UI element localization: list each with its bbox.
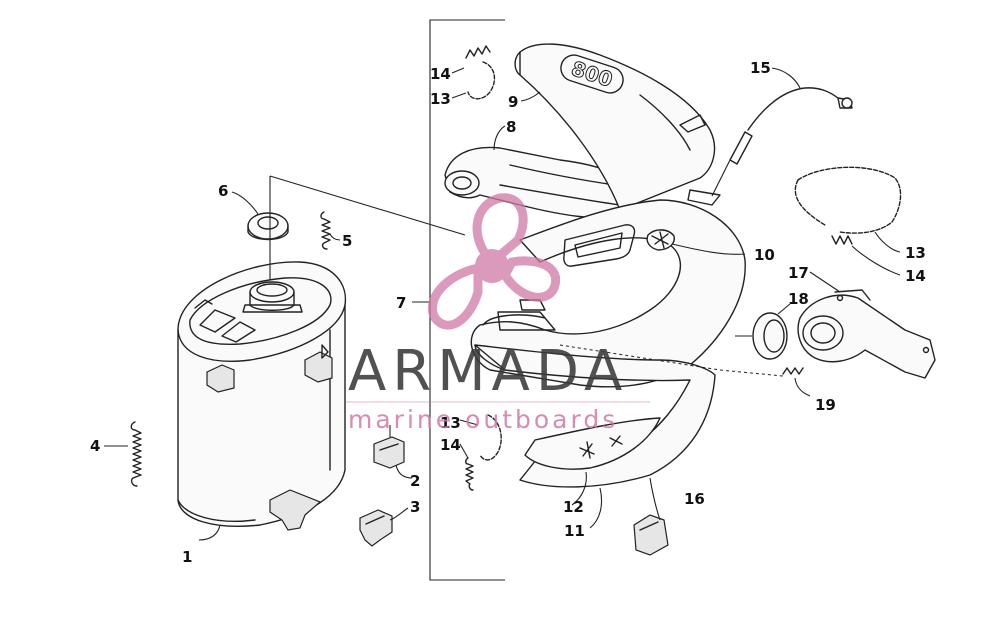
rubber-mount-2 — [373, 425, 405, 469]
callout-8: 8 — [506, 118, 516, 136]
spring-19 — [559, 344, 804, 377]
callout-14-mid: 14 — [440, 436, 461, 454]
callout-19: 19 — [815, 396, 836, 414]
callout-14-top: 14 — [430, 65, 451, 83]
leader-lines — [104, 67, 901, 541]
seal-ring-18 — [752, 312, 788, 360]
callout-4: 4 — [90, 437, 100, 455]
callout-labels: 1 2 3 4 5 6 7 8 9 10 11 12 13 13 13 14 1… — [90, 59, 926, 566]
watermark-title: ARMADA — [348, 339, 628, 404]
assembly-bracket — [412, 19, 505, 581]
spring-14-top — [465, 45, 491, 59]
callout-13-right: 13 — [905, 244, 926, 262]
watermark-propeller-logo — [427, 193, 561, 330]
temp-sensor-15 — [711, 87, 853, 197]
sensor-boss-10 — [646, 229, 675, 251]
callout-13-mid: 13 — [440, 414, 461, 432]
spring-14-mid — [465, 457, 474, 491]
clamp-13-mid — [479, 414, 502, 461]
callout-2: 2 — [410, 472, 420, 490]
heat-shield-12 — [524, 417, 661, 470]
callout-16: 16 — [684, 490, 705, 508]
callout-5: 5 — [342, 232, 352, 250]
callout-12: 12 — [563, 498, 584, 516]
callout-13-top: 13 — [430, 90, 451, 108]
spring-5 — [320, 211, 331, 250]
callout-15: 15 — [750, 59, 771, 77]
spring-4 — [130, 421, 142, 487]
spring-14-right — [831, 235, 853, 245]
expansion-chamber-9: 800 — [514, 43, 716, 211]
clamp-13-top — [467, 61, 496, 100]
muffler-canister — [177, 261, 347, 531]
callout-11: 11 — [564, 522, 585, 540]
callout-7: 7 — [396, 294, 406, 312]
watermark-subtitle: marine outboards — [348, 405, 618, 434]
callout-1: 1 — [182, 548, 192, 566]
callout-18: 18 — [788, 290, 809, 308]
manifold-17 — [797, 289, 936, 379]
exhaust-pipe-body — [470, 189, 746, 388]
clamp-13-right — [794, 166, 902, 234]
callout-6: 6 — [218, 182, 228, 200]
rubber-mount-3 — [359, 509, 393, 547]
watermark: ARMADA marine outboards — [346, 193, 650, 434]
callout-14-right: 14 — [905, 267, 926, 285]
heat-shield-11 — [474, 344, 716, 488]
grommet-6 — [247, 212, 289, 241]
callout-10: 10 — [754, 246, 775, 264]
callout-17: 17 — [788, 264, 809, 282]
callout-3: 3 — [410, 498, 420, 516]
callout-9: 9 — [508, 93, 518, 111]
rubber-mount-16 — [633, 514, 669, 556]
